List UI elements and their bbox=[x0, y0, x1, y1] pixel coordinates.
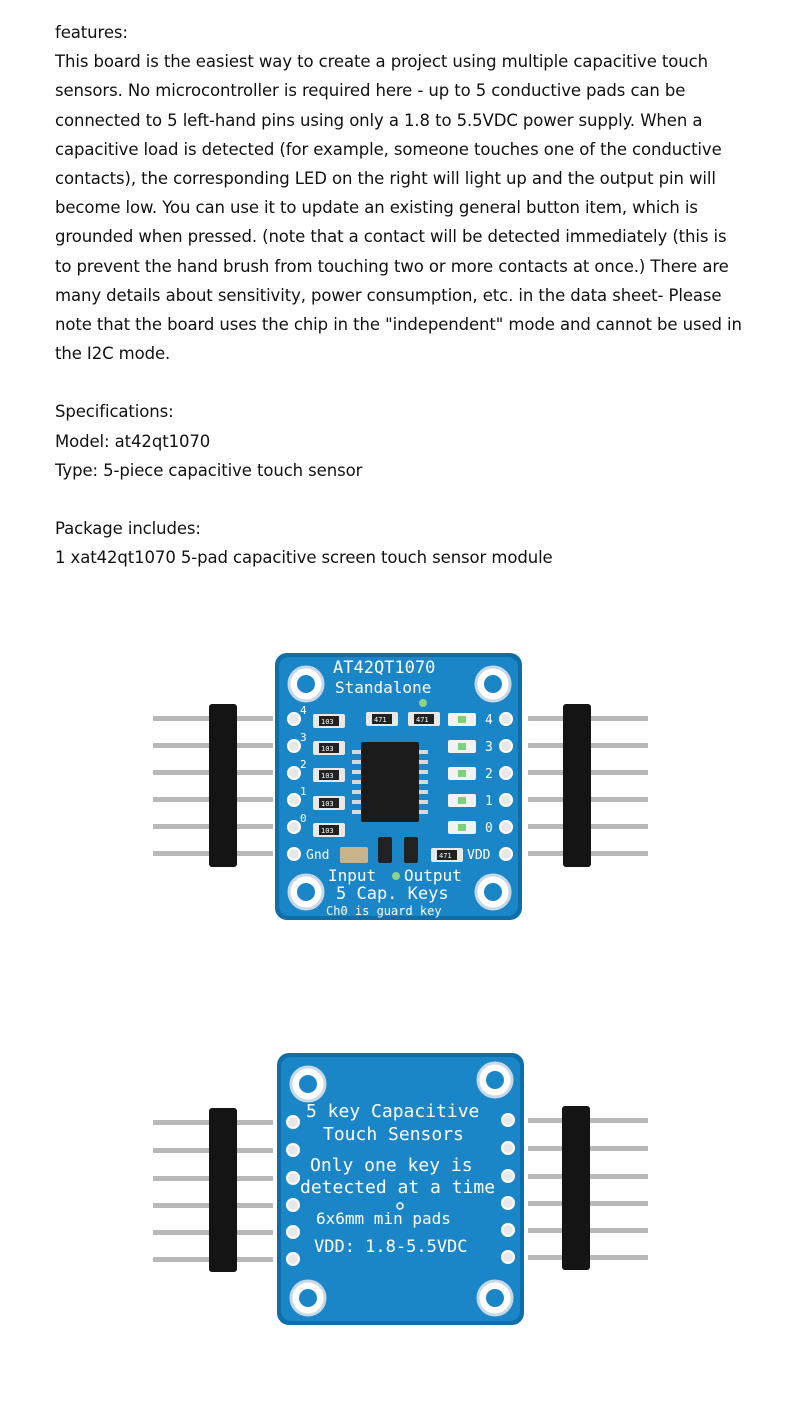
back-text-line: Only one key is bbox=[310, 1155, 473, 1176]
resistor-label: 471 bbox=[439, 852, 452, 860]
keys-label: 5 Cap. Keys bbox=[336, 884, 449, 904]
resistor-label: 103 bbox=[321, 800, 334, 808]
board-back-image: 5 key Capacitive Touch Sensors Only one … bbox=[153, 1053, 648, 1325]
resistor-label: 103 bbox=[321, 772, 334, 780]
spec-model: Model: at42qt1070 bbox=[55, 431, 211, 451]
right-pin-number: 0 bbox=[485, 821, 493, 836]
right-pin-header bbox=[528, 704, 648, 867]
features-heading: features: bbox=[55, 23, 128, 42]
left-pin-number: 2 bbox=[300, 758, 307, 771]
resistor-label: 471 bbox=[374, 716, 387, 724]
back-text-line: detected at a time bbox=[300, 1177, 495, 1198]
features-body: This board is the easiest way to create … bbox=[55, 52, 742, 364]
resistor-label: 103 bbox=[321, 745, 334, 753]
guard-key-label: Ch0 is guard key bbox=[326, 904, 442, 918]
back-text-line: 6x6mm min pads bbox=[316, 1209, 451, 1228]
input-label: Input bbox=[328, 866, 376, 885]
resistor-label: 471 bbox=[416, 716, 429, 724]
back-text-line: VDD: 1.8-5.5VDC bbox=[314, 1237, 468, 1257]
specifications-heading: Specifications: bbox=[55, 402, 174, 422]
back-text-line: Touch Sensors bbox=[323, 1124, 464, 1145]
left-pin-number: 0 bbox=[300, 812, 307, 825]
vdd-label: VDD bbox=[467, 848, 491, 863]
right-pin-number: 1 bbox=[485, 794, 493, 809]
package-heading: Package includes: bbox=[55, 519, 201, 539]
back-text-line: 5 key Capacitive bbox=[306, 1101, 479, 1122]
left-pin-number: 4 bbox=[300, 704, 307, 717]
right-pin-header bbox=[528, 1106, 648, 1270]
product-description: features: This board is the easiest way … bbox=[55, 18, 745, 572]
right-pin-number: 3 bbox=[485, 740, 493, 755]
right-pin-number: 4 bbox=[485, 713, 493, 728]
output-label: Output bbox=[404, 866, 462, 885]
spec-type: Type: 5-piece capacitive touch sensor bbox=[55, 460, 363, 480]
chip-name-label: AT42QT1070 bbox=[333, 658, 435, 678]
right-pin-number: 2 bbox=[485, 767, 493, 782]
left-pin-number: 1 bbox=[300, 785, 307, 798]
status-leds bbox=[448, 713, 476, 834]
at42qt1070-chip bbox=[352, 742, 428, 822]
resistors: 103 103 103 103 103 471 471 471 bbox=[313, 712, 463, 863]
left-pin-header bbox=[153, 704, 273, 867]
package-item: 1 xat42qt1070 5-pad capacitive screen to… bbox=[55, 548, 553, 568]
left-pin-number: 3 bbox=[300, 731, 307, 744]
board-front-image: 103 103 103 103 103 471 471 471 AT42QT10… bbox=[153, 653, 648, 920]
left-pin-header bbox=[153, 1108, 273, 1272]
gnd-label: Gnd bbox=[306, 848, 329, 863]
resistor-label: 103 bbox=[321, 718, 334, 726]
mode-label: Standalone bbox=[335, 678, 431, 697]
resistor-label: 103 bbox=[321, 827, 334, 835]
